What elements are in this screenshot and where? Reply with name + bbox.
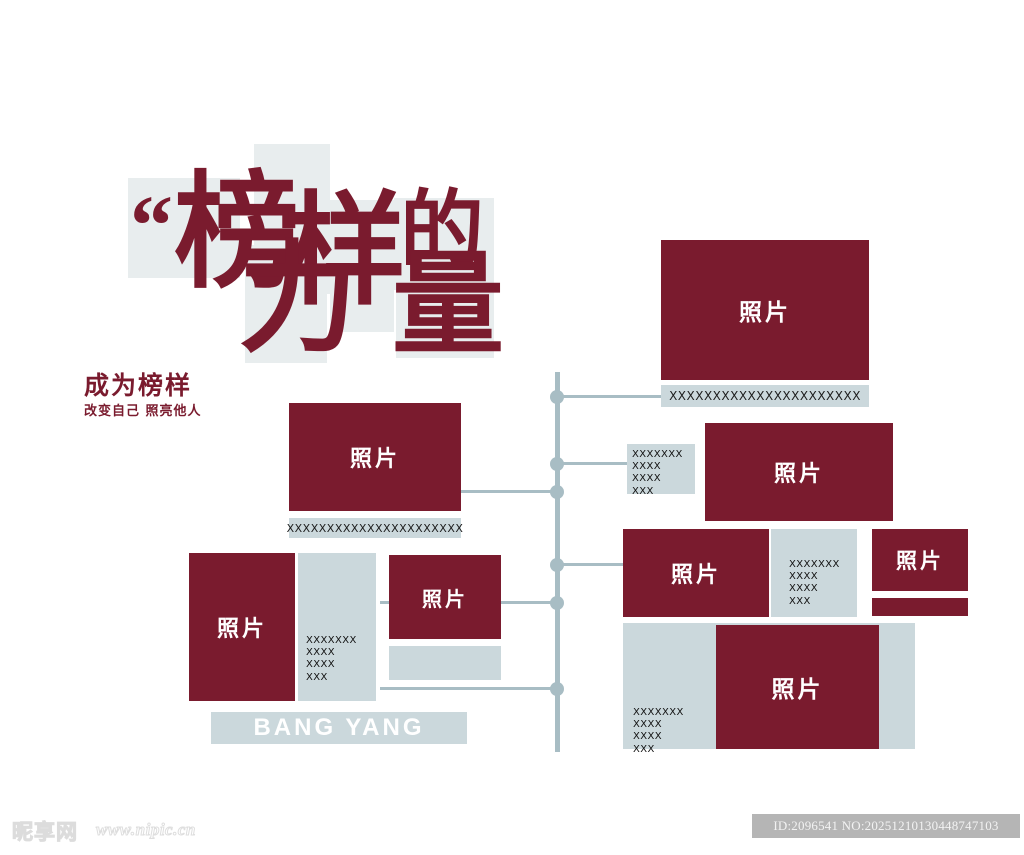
- title-char-de: 的: [400, 185, 484, 278]
- photo-far-right[interactable]: 照片: [872, 529, 968, 591]
- title-char-li: 力: [238, 233, 358, 366]
- photo-label: 照片: [216, 617, 267, 642]
- title-quote-mark: “: [130, 177, 173, 273]
- textblock-line: XXXX: [633, 731, 663, 743]
- textblock-line: XXXX: [789, 571, 819, 583]
- timeline-arm-1: [558, 395, 670, 398]
- photo-label: 照片: [771, 677, 824, 703]
- textblock-line: XXXX: [789, 583, 819, 595]
- timeline-dot-5[interactable]: [550, 596, 564, 610]
- watermark-url: www.nipic.cn: [96, 820, 196, 840]
- textblock-line: XXXXXXX: [306, 635, 357, 646]
- timeline-dot-4[interactable]: [550, 558, 564, 572]
- photo-label: 照片: [349, 447, 400, 472]
- textblock-line: XXX: [789, 595, 811, 607]
- brand-bar: BANG YANG: [211, 712, 467, 744]
- bar-far-right: [872, 598, 968, 616]
- textblock-line: XXXX: [632, 461, 662, 473]
- subtitle-secondary: 改变自己 照亮他人: [84, 404, 202, 419]
- textblock-line: XXXXXXX: [633, 707, 684, 718]
- textblock-line: XXXX: [306, 659, 336, 671]
- title-bg-rect-6: [396, 284, 494, 358]
- textblock-line: XXX: [632, 485, 654, 497]
- timeline-arm-2: [558, 462, 628, 465]
- caption-top-right: XXXXXXXXXXXXXXXXXXXXXX: [661, 385, 869, 407]
- timeline-dot-2[interactable]: [550, 457, 564, 471]
- textblock-line: XXXX: [632, 473, 662, 485]
- subtitle-main: 成为榜样: [84, 371, 193, 400]
- textblock-line: XXXXXXX: [789, 559, 840, 570]
- timeline-dot-1[interactable]: [550, 390, 564, 404]
- timeline-dot-6[interactable]: [550, 682, 564, 696]
- photo-small-center[interactable]: 照片: [389, 555, 501, 639]
- timeline-dot-3[interactable]: [550, 485, 564, 499]
- title-bg-rect-5: [394, 198, 494, 290]
- textblock-bottom-left: XXXXXXX XXXX XXXX XXX: [298, 553, 376, 701]
- photo-label: 照片: [773, 462, 824, 487]
- watermark-logo: 昵享网: [12, 820, 78, 845]
- photo-bottom-left[interactable]: 照片: [189, 553, 295, 701]
- brand-latin-text: BANG YANG: [253, 714, 425, 741]
- photo-right-second[interactable]: 照片: [705, 423, 893, 521]
- textblock-line: XXX: [633, 743, 655, 755]
- title-char-yang: 样: [284, 185, 406, 320]
- photo-right-third[interactable]: 照片: [623, 529, 769, 617]
- photo-top-right[interactable]: 照片: [661, 240, 869, 380]
- caption-text: XXXXXXXXXXXXXXXXXXXXXX: [286, 521, 464, 535]
- timeline-arm-3: [458, 490, 558, 493]
- photo-label: 照片: [739, 300, 791, 326]
- title-bg-rect-4: [330, 200, 394, 332]
- panel-small-center: [389, 646, 501, 680]
- title-bg-rect-1: [128, 178, 240, 278]
- id-badge-text: ID:2096541 NO:20251210130448747103: [773, 818, 999, 833]
- photo-label: 照片: [670, 563, 721, 588]
- textblock-line: XXXXXXX: [632, 449, 683, 460]
- title-char-liang: 量: [392, 244, 504, 368]
- textblock-right-third: XXXXXXX XXXX XXXX XXX: [771, 529, 857, 617]
- textblock-right-second: XXXXXXX XXXX XXXX XXX: [627, 444, 695, 497]
- title-char-bang: 榜: [174, 165, 300, 304]
- timeline-arm-4: [558, 563, 626, 566]
- photo-label: 照片: [422, 586, 468, 611]
- textblock-line: XXX: [306, 671, 328, 683]
- caption-text: XXXXXXXXXXXXXXXXXXXXXX: [669, 389, 861, 403]
- textblock-line: XXXX: [306, 647, 336, 659]
- title-bg-rect-3: [245, 245, 327, 363]
- photo-mid-left[interactable]: 照片: [289, 403, 461, 511]
- id-badge: ID:2096541 NO:20251210130448747103: [752, 814, 1020, 838]
- timeline-arm-6: [380, 687, 558, 690]
- photo-label: 照片: [896, 549, 944, 573]
- photo-bottom-right[interactable]: 照片: [716, 625, 879, 749]
- caption-mid-left: XXXXXXXXXXXXXXXXXXXXXX: [286, 518, 464, 538]
- textblock-line: XXXX: [633, 719, 663, 731]
